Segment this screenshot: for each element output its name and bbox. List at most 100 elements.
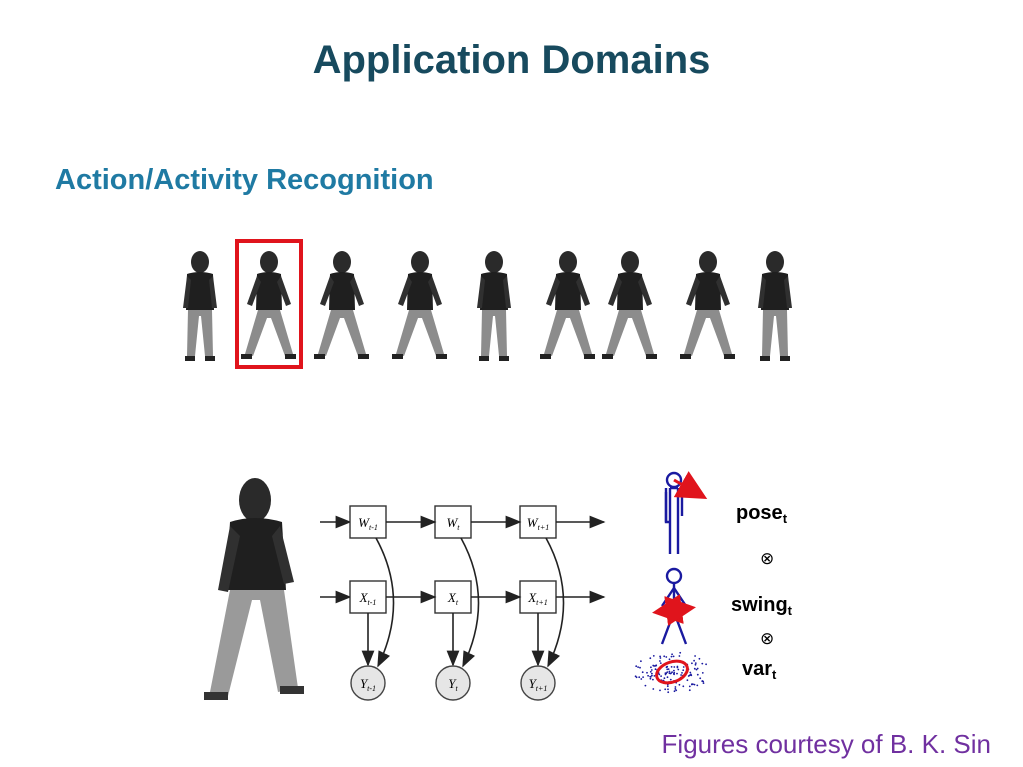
scatter-dot <box>671 653 673 656</box>
scatter-dot <box>635 665 638 668</box>
scatter-dot <box>670 655 673 658</box>
scatter-dot <box>676 665 679 668</box>
scatter-dot <box>667 691 670 694</box>
scatter-dot <box>679 651 682 654</box>
scatter-dot <box>659 655 661 658</box>
scatter-dot <box>674 688 677 690</box>
scatter-dot <box>659 657 662 659</box>
x-node-label: Xt <box>447 590 459 607</box>
walk-frame <box>183 251 217 361</box>
scatter-dot <box>659 662 662 664</box>
scatter-dot <box>663 655 666 658</box>
scatter-dot <box>698 657 701 660</box>
w-node-label: Wt <box>446 515 460 532</box>
scatter-dot <box>682 685 685 688</box>
scatter-dot <box>686 679 689 682</box>
scatter-dot <box>678 683 681 686</box>
scatter-dot <box>666 668 669 671</box>
scatter-dot <box>651 674 653 677</box>
scatter-dot <box>694 662 697 664</box>
scatter-dot <box>696 684 699 687</box>
slide-subtitle: Action/Activity Recognition <box>55 164 434 196</box>
scatter-dot <box>695 668 698 671</box>
scatter-dot <box>650 666 652 669</box>
scatter-dot <box>705 663 707 666</box>
scatter-dot <box>665 656 668 658</box>
scatter-dot <box>688 685 691 688</box>
scatter-dot <box>666 676 669 679</box>
walk-frame <box>680 251 735 359</box>
pose-figure <box>664 471 684 554</box>
swing-arrow <box>652 594 696 626</box>
swing-label: swingt <box>731 594 793 618</box>
scatter-dot <box>653 675 656 677</box>
scatter-dot <box>640 660 642 663</box>
scatter-dot <box>652 655 655 657</box>
scatter-dot <box>672 655 675 658</box>
w-node <box>519 505 557 539</box>
scatter-dot <box>667 668 670 670</box>
scatter-dot <box>680 674 682 676</box>
scatter-dot <box>665 672 668 675</box>
scatter-dot <box>642 676 644 678</box>
scatter-dot <box>682 669 685 672</box>
scatter-dot <box>640 678 643 680</box>
scatter-dot <box>651 672 653 675</box>
walk-frame <box>392 251 447 359</box>
scatter-dot <box>696 673 699 676</box>
scatter-dot <box>691 683 693 686</box>
highlight-box <box>235 239 303 369</box>
x-node <box>349 580 387 614</box>
y-node <box>520 665 556 701</box>
scatter-dot <box>634 675 637 678</box>
scatter-dot <box>690 673 692 676</box>
scatter-dot <box>693 683 696 686</box>
scatter-dot <box>673 671 676 674</box>
scatter-dot <box>691 662 693 665</box>
scatter-dot <box>670 666 673 668</box>
scatter-dot <box>669 678 672 681</box>
scatter-dot <box>654 668 657 671</box>
otimes-operator: ⊗ <box>760 629 775 649</box>
y-node <box>435 665 471 701</box>
scatter-dot <box>677 668 680 671</box>
walker-figure <box>204 478 304 700</box>
variance-scatter <box>634 651 707 694</box>
scatter-dot <box>673 669 675 672</box>
scatter-dot <box>671 671 673 673</box>
slide-title: Application Domains <box>312 38 711 82</box>
scatter-dot <box>699 677 702 680</box>
scatter-dot <box>696 667 699 670</box>
swing-figure <box>660 567 688 645</box>
scatter-dot <box>681 672 683 674</box>
scatter-dot <box>639 666 641 669</box>
walk-frame <box>758 251 792 361</box>
walk-frame <box>602 251 657 359</box>
scatter-dot <box>652 688 655 690</box>
scatter-dot <box>673 666 676 668</box>
walk-frame <box>540 251 595 359</box>
scatter-dot <box>689 671 692 674</box>
scatter-dot <box>649 677 652 680</box>
scatter-dot <box>667 688 669 691</box>
scatter-dot <box>652 664 655 667</box>
scatter-dot <box>646 671 648 674</box>
scatter-dot <box>655 664 657 667</box>
scatter-dot <box>649 670 652 673</box>
scatter-dot <box>693 659 695 662</box>
scatter-dot <box>650 669 653 671</box>
pose-arrow <box>673 471 708 499</box>
scatter-dot <box>652 678 654 681</box>
scatter-dot <box>666 685 669 688</box>
scatter-dot <box>641 671 644 674</box>
var-label: vart <box>742 658 777 682</box>
scatter-dot <box>644 684 647 687</box>
figure-credit: Figures courtesy of B. K. Sin <box>661 729 991 759</box>
scatter-dot <box>694 663 697 666</box>
scatter-dot <box>668 658 671 661</box>
scatter-dot <box>688 689 691 692</box>
walk-frame <box>241 251 296 359</box>
walk-frame <box>314 251 369 359</box>
scatter-dot <box>694 655 696 657</box>
scatter-dot <box>673 690 676 693</box>
